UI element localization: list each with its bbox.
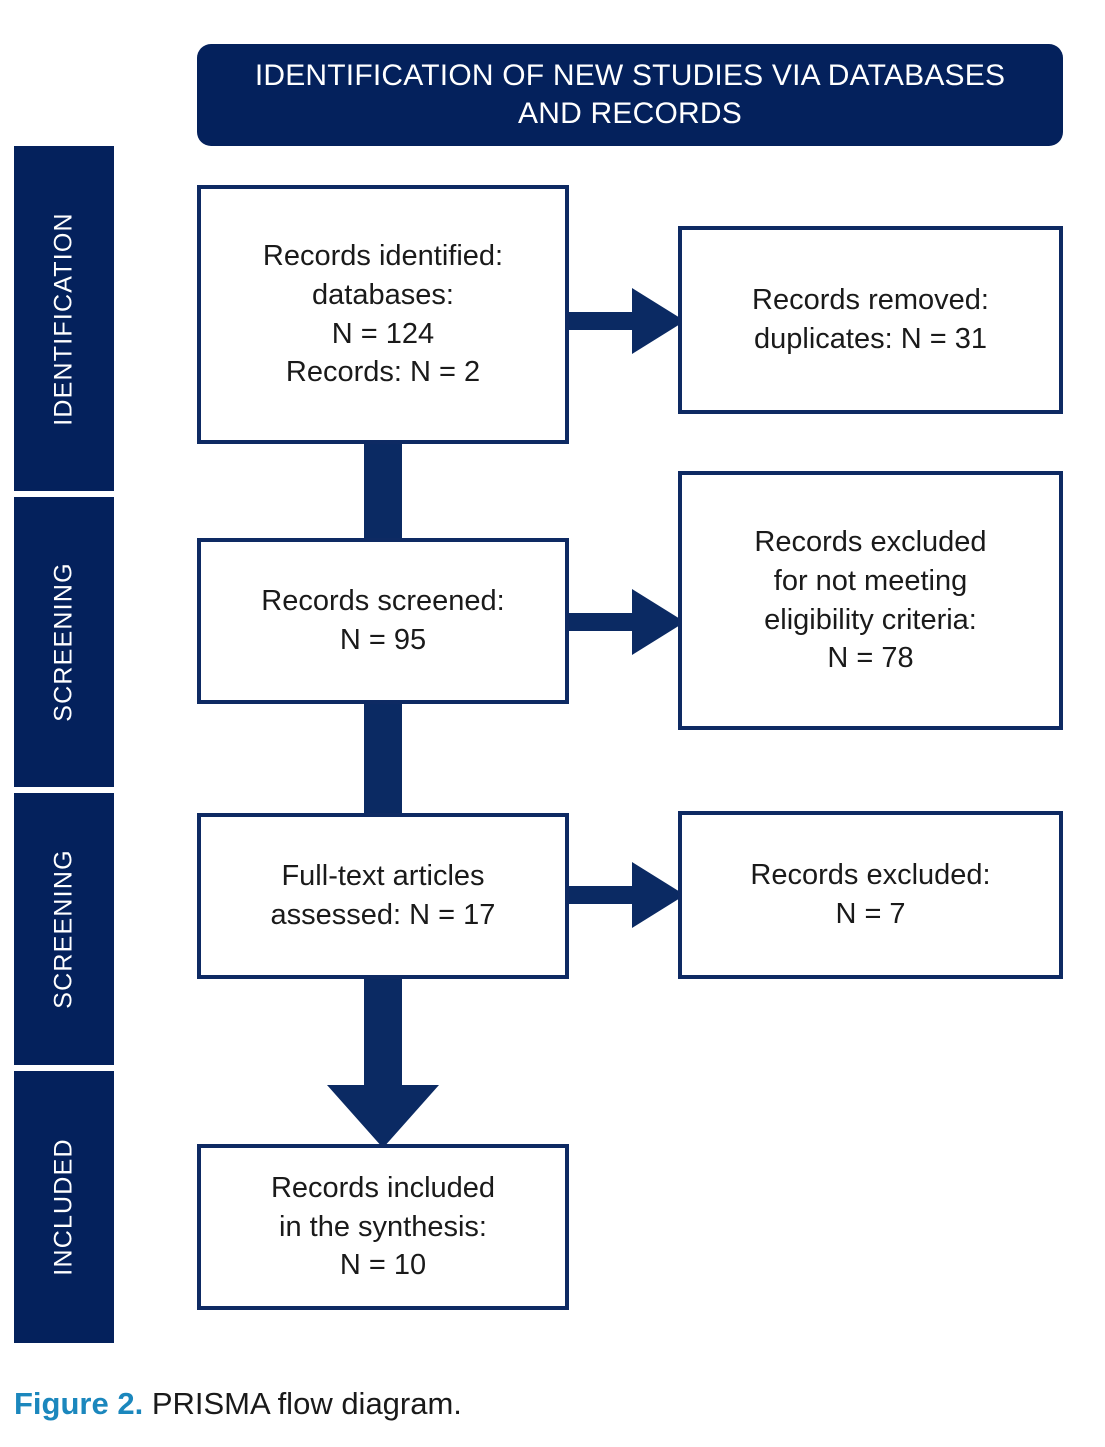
- diagram-header-title: IDENTIFICATION OF NEW STUDIES VIA DATABA…: [254, 58, 1006, 130]
- arrow-down-icon: [327, 975, 439, 1148]
- stage-band-included: INCLUDED: [14, 1071, 114, 1343]
- stage-band-screening-2: SCREENING: [14, 793, 114, 1065]
- figure-caption-text: PRISMA flow diagram.: [143, 1386, 462, 1421]
- stage-band-identification: IDENTIFICATION: [14, 146, 114, 491]
- flow-box-records-screened: Records screened:N = 95: [197, 538, 569, 704]
- stage-band-screening-2-label: SCREENING: [49, 849, 78, 1009]
- arrow-right-icon-excluded-eligibility: [565, 589, 685, 655]
- stage-band-screening-1: SCREENING: [14, 497, 114, 787]
- connector-identified-to-screened: [364, 440, 402, 542]
- connector-screened-to-fulltext: [364, 700, 402, 817]
- figure-caption-label: Figure 2.: [14, 1386, 144, 1421]
- arrow-right-icon-duplicates: [565, 288, 685, 354]
- flow-box-records-screened-text: Records screened:N = 95: [261, 585, 505, 656]
- figure-caption: Figure 2. PRISMA flow diagram.: [14, 1386, 462, 1422]
- stage-band-screening-1-label: SCREENING: [49, 562, 78, 722]
- flow-box-records-removed-duplicates: Records removed:duplicates: N = 31: [678, 226, 1063, 414]
- flow-box-records-excluded-text: Records excluded:N = 7: [750, 859, 991, 930]
- stage-band-identification-label: IDENTIFICATION: [49, 211, 78, 426]
- flow-box-records-excluded: Records excluded:N = 7: [678, 811, 1063, 979]
- flow-box-records-removed-duplicates-text: Records removed:duplicates: N = 31: [752, 284, 989, 355]
- diagram-header-banner: IDENTIFICATION OF NEW STUDIES VIA DATABA…: [197, 44, 1063, 146]
- arrow-right-icon-excluded: [565, 862, 685, 928]
- stage-band-included-label: INCLUDED: [49, 1138, 78, 1276]
